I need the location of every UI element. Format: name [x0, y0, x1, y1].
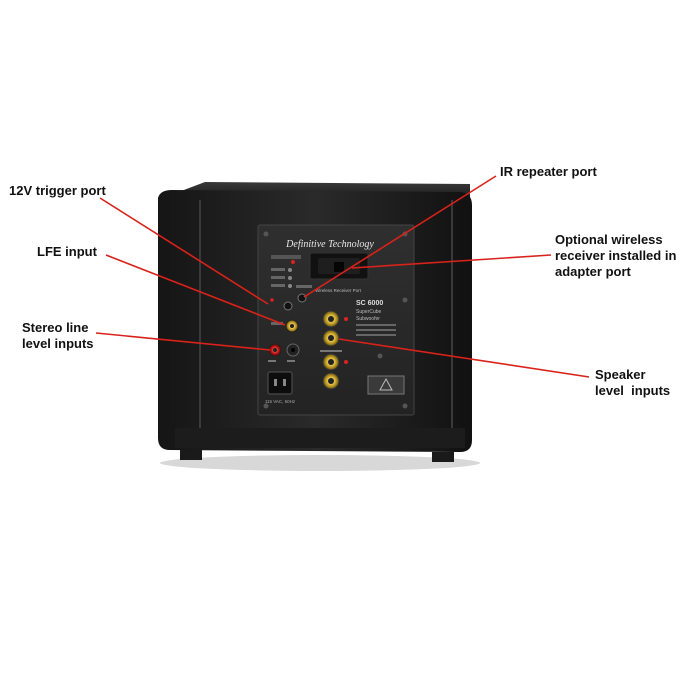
brand-plate-text: Definitive Technology — [285, 239, 374, 250]
warning-label — [367, 375, 405, 395]
callout-ir-line-1: IR repeater port — [500, 164, 597, 179]
leader-lfe — [105, 254, 286, 326]
callout-speaker-line-2: level inputs — [595, 383, 671, 398]
ir-repeater-jack — [297, 293, 307, 303]
speaker-level-binding-posts — [320, 310, 348, 390]
leader-speaker — [338, 338, 590, 378]
leader-stereo — [95, 332, 271, 351]
leader-12v — [99, 197, 269, 305]
callout-speaker-level-inputs: Speaker level inputs — [595, 367, 670, 399]
callout-wireless-line-1: Optional wireless — [555, 232, 663, 247]
leader-wireless — [351, 254, 552, 269]
wireless-receiver-module: Wireless Receiver Port — [309, 252, 369, 293]
12v-trigger-jack — [283, 301, 293, 311]
model-sub: SuperCube — [356, 309, 382, 315]
model-badge: SC 6000 — [356, 300, 383, 307]
callout-wireless-line-3: adapter port — [555, 264, 631, 279]
callout-12v-trigger-port: 12V trigger port — [9, 183, 106, 199]
model-sub2: Subwoofer — [356, 316, 380, 322]
power-spec-text: 115 VAC, 60Hz — [265, 399, 296, 404]
leader-ir — [303, 175, 497, 298]
callout-lfe-line-1: LFE input — [37, 244, 97, 259]
wireless-slot-text: Wireless Receiver Port — [315, 288, 362, 293]
amplifier-back-plate: Definitive Technology Wireless Receiver … — [257, 224, 415, 416]
callout-lines — [95, 175, 590, 378]
callout-12v-line-1: 12V trigger port — [9, 183, 106, 198]
callout-stereo-line-2: level inputs — [22, 336, 94, 351]
power-inlet: 115 VAC, 60Hz — [265, 371, 296, 404]
callout-ir-repeater-port: IR repeater port — [500, 164, 597, 180]
callout-stereo-line-level-inputs: Stereo line level inputs — [22, 320, 94, 352]
callout-stereo-line-1: Stereo line — [22, 320, 89, 335]
callout-lfe-input: LFE input — [37, 244, 97, 260]
callout-optional-wireless-receiver: Optional wireless receiver installed in … — [555, 232, 676, 280]
callout-speaker-line-1: Speaker — [595, 367, 646, 382]
callout-wireless-line-2: receiver installed in — [555, 248, 677, 263]
